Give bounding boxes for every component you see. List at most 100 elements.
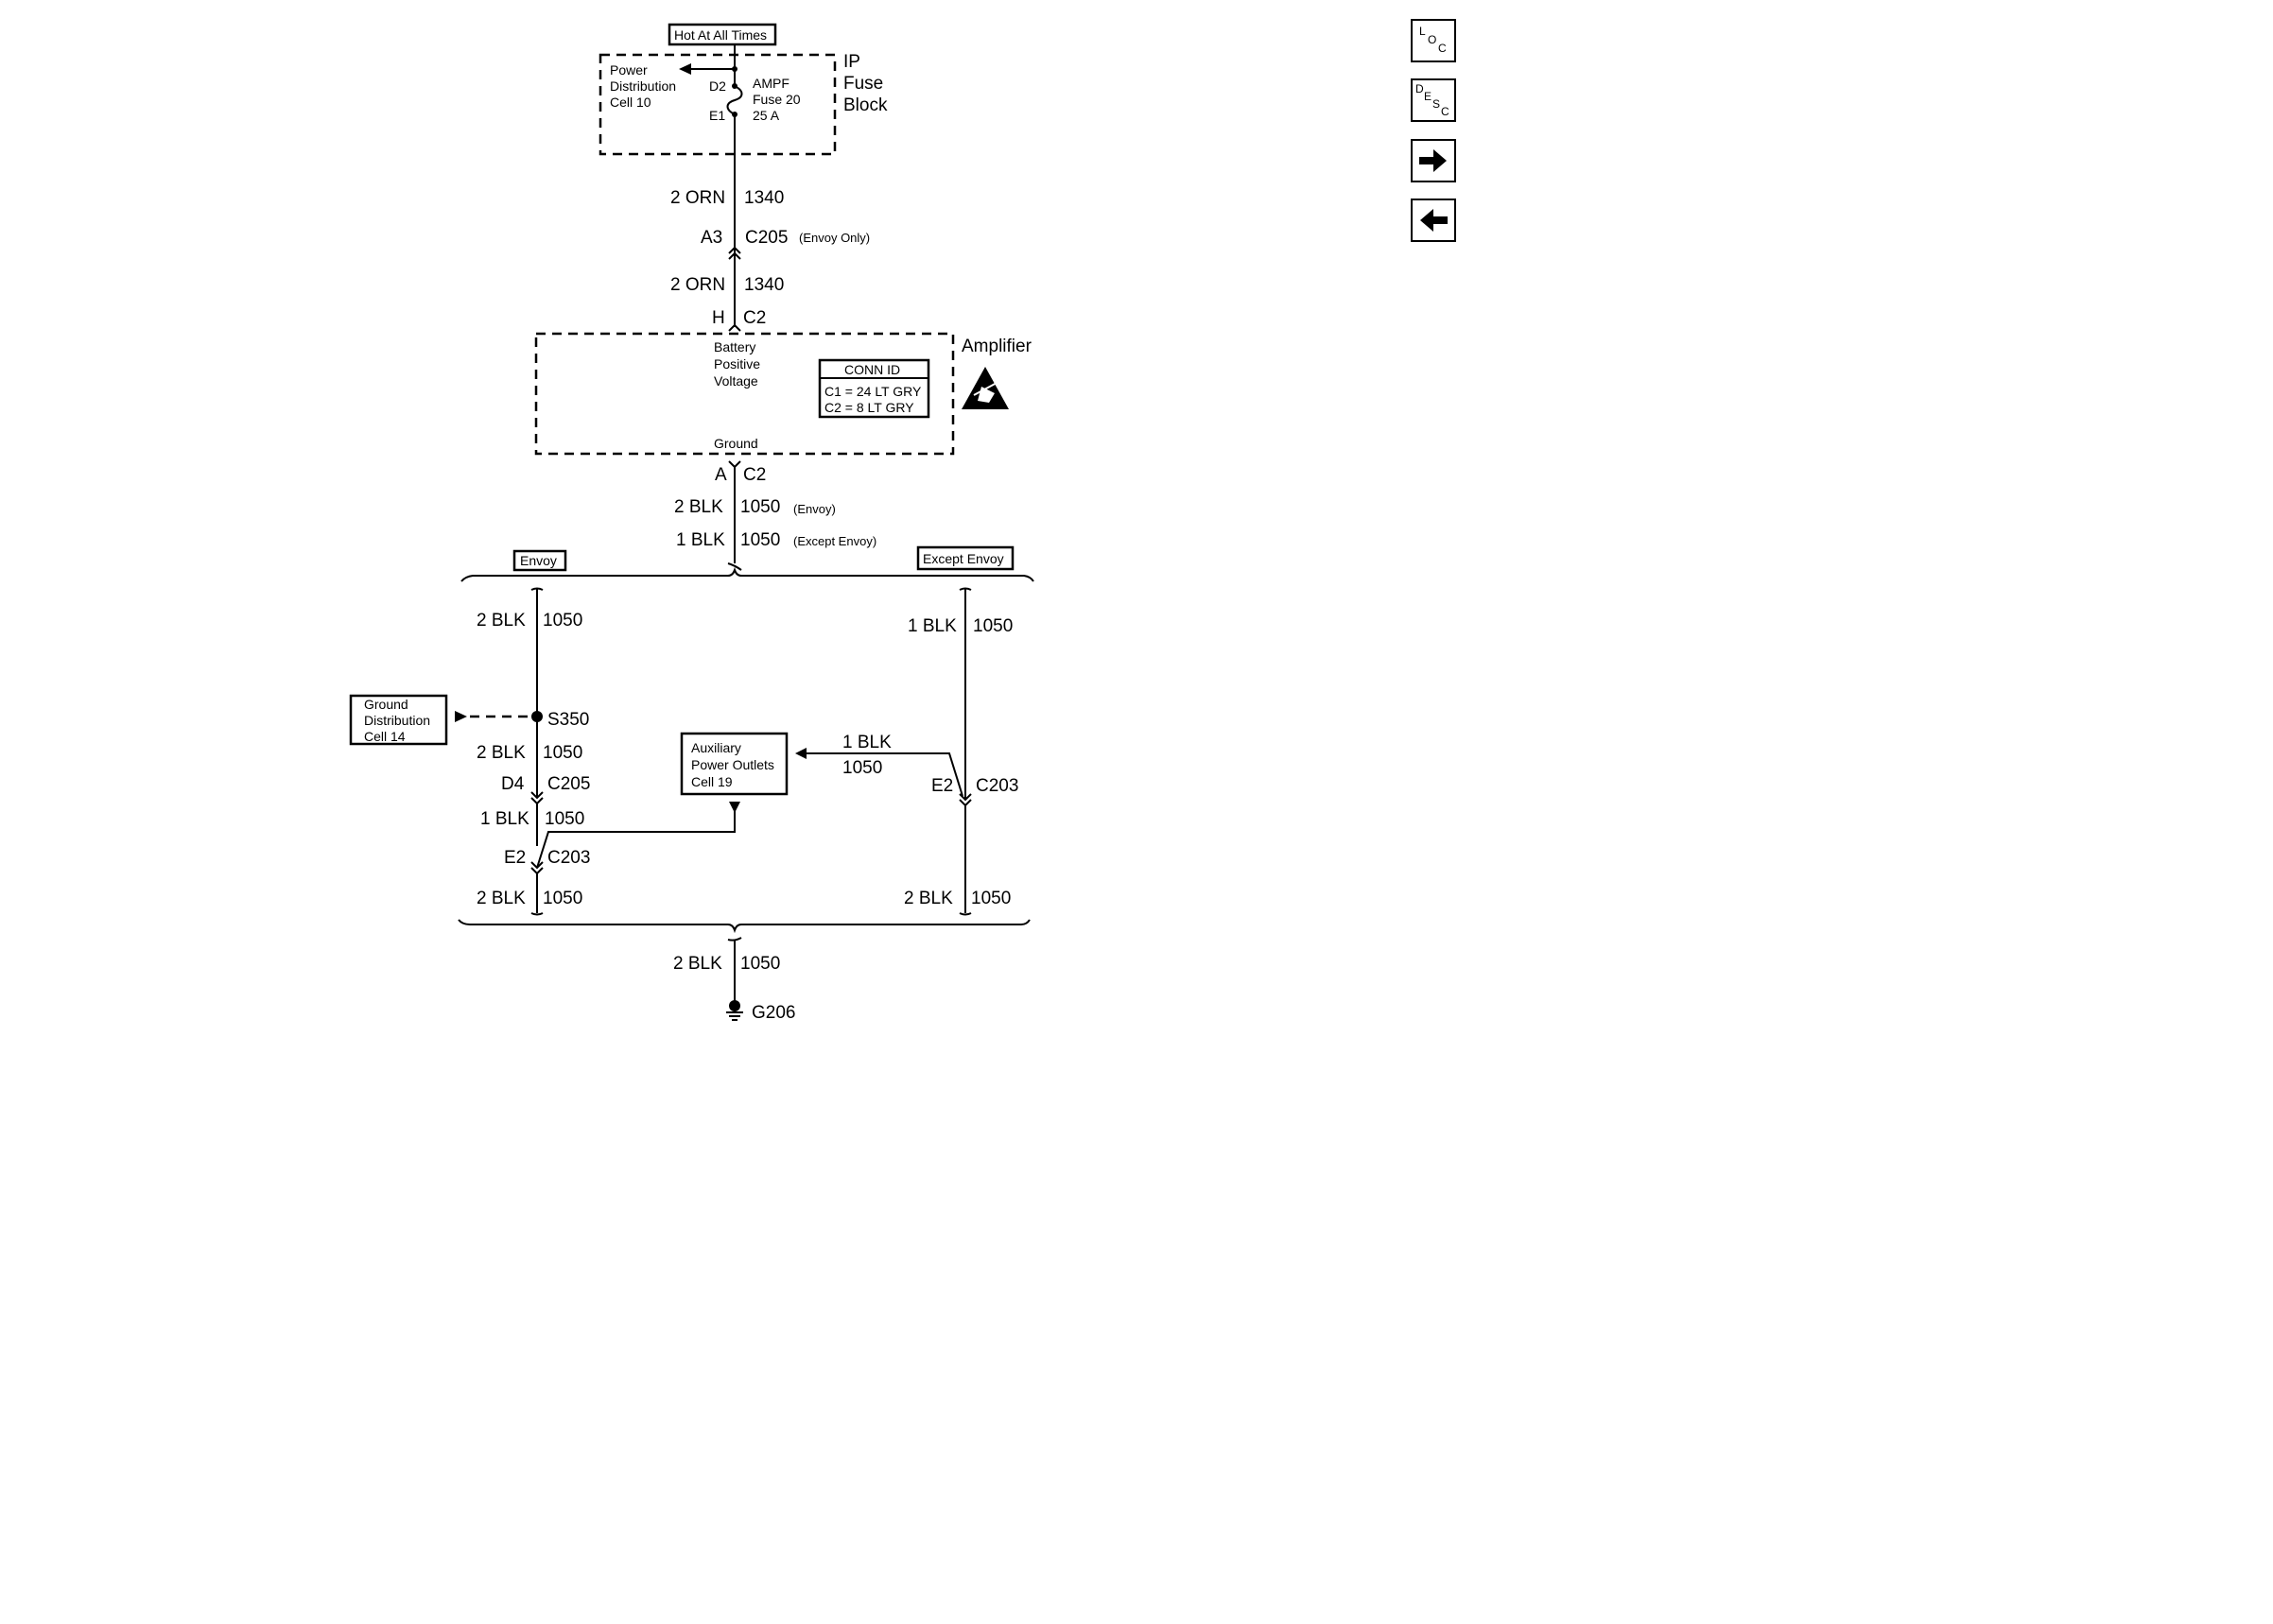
conn-id-c1: C1 = 24 LT GRY: [824, 384, 922, 399]
ground-g206-label: G206: [752, 1003, 795, 1023]
arrow-left-icon: [1420, 209, 1448, 232]
conn-id-title: CONN ID: [844, 362, 900, 377]
right-wire2-color: 2 BLK: [904, 889, 953, 908]
left-wire3-circuit: 1050: [545, 809, 584, 829]
power-distribution-label-1: Power: [610, 62, 648, 78]
left-wire2-color: 2 BLK: [477, 743, 526, 763]
arrow-left-icon: [795, 748, 807, 759]
location-letter-o: O: [1428, 33, 1437, 46]
arrow-right-icon: [1419, 149, 1447, 172]
description-letter-d: D: [1415, 82, 1424, 95]
left-c203-label: C203: [547, 848, 590, 868]
wire-mid-circuit-1: 1050: [740, 497, 780, 517]
fuse-label-1: AMPF: [753, 76, 789, 91]
envoy-label: Envoy: [520, 553, 557, 568]
c205-pin-a3: A3: [701, 228, 722, 248]
left-c205-pin: D4: [501, 774, 525, 794]
option-brace-bottom: [458, 919, 1031, 934]
wire-top-color-2: 2 ORN: [670, 275, 725, 295]
wire-top-circuit-1: 1340: [744, 188, 784, 208]
description-letter-c: C: [1441, 105, 1449, 118]
ip-fuse-block-title-2: Fuse: [843, 74, 883, 94]
amplifier-outline: [534, 332, 955, 456]
amp-ground-label: Ground: [714, 436, 758, 451]
splice-s350-dot: [531, 711, 543, 722]
power-distribution-label-3: Cell 10: [610, 95, 651, 110]
except-envoy-label: Except Envoy: [923, 551, 1004, 566]
ground-distribution-label-3: Cell 14: [364, 729, 406, 744]
fuse-pin-d2: D2: [709, 78, 726, 94]
c205-envoy-only-note: (Envoy Only): [799, 231, 870, 245]
ground-distribution-label-1: Ground: [364, 697, 408, 712]
conn-id-c2: C2 = 8 LT GRY: [824, 400, 914, 415]
aux-label-1: Auxiliary: [691, 740, 741, 755]
arrow-up-icon: [729, 802, 740, 813]
description-letter-s: S: [1432, 97, 1441, 111]
hot-at-all-times-label: Hot At All Times: [674, 27, 767, 43]
bottom-wire-circuit: 1050: [740, 954, 780, 974]
amp-bpv-label-2: Positive: [714, 356, 760, 371]
aux-wire-color: 1 BLK: [842, 733, 892, 752]
envoy-label-box: [512, 549, 567, 572]
bottom-wire-color: 2 BLK: [673, 954, 722, 974]
arrow-left-icon: [455, 711, 467, 722]
c205-connector-label: C205: [745, 228, 788, 248]
aux-wire-circuit: 1050: [842, 758, 882, 778]
connector-c203-left-symbol: [530, 861, 544, 875]
right-wire1-circuit: 1050: [973, 616, 1013, 636]
amp-c2-pin-a: A: [715, 465, 727, 485]
fuse-pin-e1: E1: [709, 108, 725, 123]
splice-s350-label: S350: [547, 710, 589, 730]
left-wire4-circuit: 1050: [543, 889, 582, 908]
description-button[interactable]: D E S C: [1411, 78, 1456, 122]
right-c203-label: C203: [976, 776, 1018, 796]
connector-amp-c2-top-symbol: [728, 323, 741, 332]
amp-c2-connector-top: C2: [743, 308, 766, 328]
amp-bpv-label-3: Voltage: [714, 373, 758, 389]
wiring-diagram: Hot At All Times IP Fuse Block Power Dis…: [0, 0, 1475, 1063]
fuse-label-3: 25 A: [753, 108, 780, 123]
left-c205-label: C205: [547, 774, 590, 794]
amp-bpv-label-1: Battery: [714, 339, 755, 354]
ip-fuse-block-title-3: Block: [843, 95, 888, 115]
ip-fuse-block-title-1: IP: [843, 52, 860, 72]
wire-mid-note-1: (Envoy): [793, 502, 836, 516]
wire-top-circuit-2: 1340: [744, 275, 784, 295]
amplifier-title: Amplifier: [962, 337, 1032, 356]
left-wire1-color: 2 BLK: [477, 611, 526, 631]
description-letter-e: E: [1424, 90, 1432, 103]
fuse-symbol: [726, 85, 743, 115]
esd-warning-icon: [962, 367, 1009, 409]
wire-mid-color-1: 2 BLK: [674, 497, 723, 517]
left-wire1-circuit: 1050: [543, 611, 582, 631]
conn-id-box: [818, 358, 930, 419]
ground-distribution-box: [349, 694, 448, 746]
location-button[interactable]: L O C: [1411, 19, 1456, 62]
aux-label-3: Cell 19: [691, 774, 733, 789]
wire-mid-circuit-2: 1050: [740, 530, 780, 550]
right-wire1-color: 1 BLK: [908, 616, 957, 636]
fuse-label-2: Fuse 20: [753, 92, 801, 107]
location-letter-c: C: [1438, 42, 1447, 55]
wire-mid-note-2: (Except Envoy): [793, 534, 876, 548]
arrow-left-icon: [679, 63, 691, 75]
except-envoy-label-box: [916, 545, 1015, 571]
left-wire2-circuit: 1050: [543, 743, 582, 763]
ground-symbol-icon: [726, 1006, 743, 1021]
left-wire4-color: 2 BLK: [477, 889, 526, 908]
amp-c2-pin-h: H: [712, 308, 725, 328]
next-button[interactable]: [1411, 139, 1456, 182]
hot-at-all-times-box: [668, 23, 777, 46]
aux-power-outlets-box: [680, 732, 789, 796]
ip-fuse-block-outline: [599, 53, 837, 156]
wire-top-color-1: 2 ORN: [670, 188, 725, 208]
left-c203-pin: E2: [504, 848, 526, 868]
connector-amp-c2-bottom-symbol: [728, 460, 741, 469]
ground-distribution-label-2: Distribution: [364, 713, 430, 728]
right-wire2-circuit: 1050: [971, 889, 1011, 908]
previous-button[interactable]: [1411, 199, 1456, 242]
power-distribution-label-2: Distribution: [610, 78, 676, 94]
right-c203-pin: E2: [931, 776, 953, 796]
amp-c2-connector-bottom: C2: [743, 465, 766, 485]
location-letter-l: L: [1419, 25, 1426, 38]
